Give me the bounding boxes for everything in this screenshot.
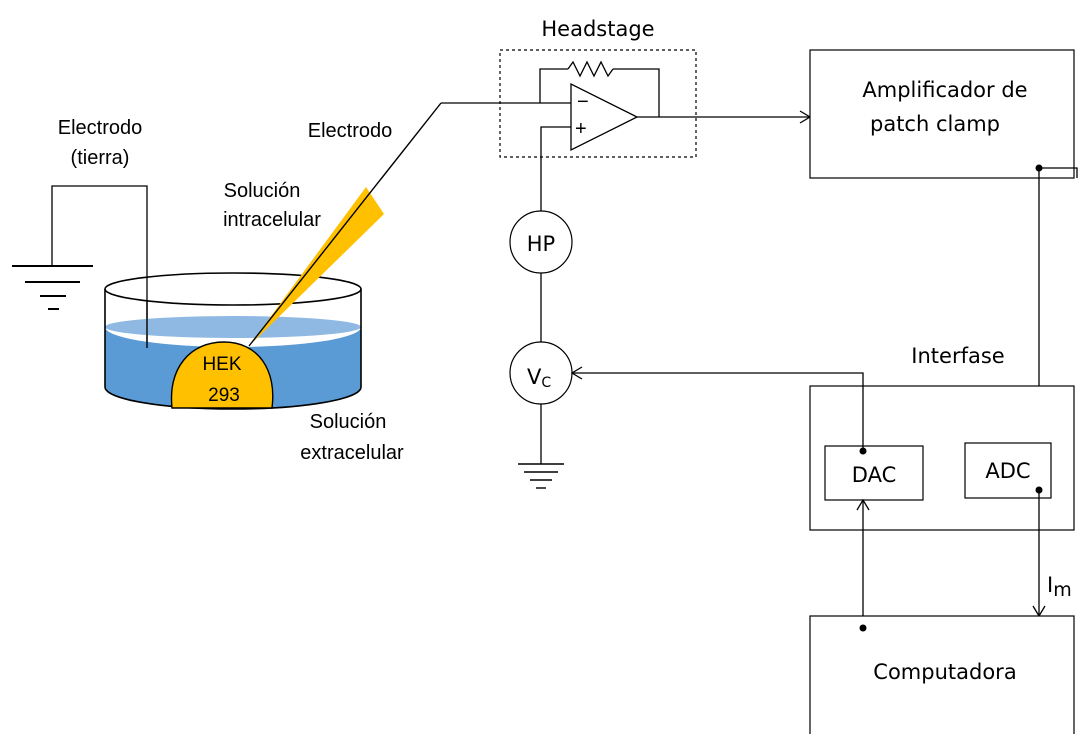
computer-output-node [859,624,867,632]
opamp-plus-wire [540,126,571,211]
dac-input-arrow [856,498,870,511]
dac-label: DAC [852,463,896,487]
adc-label: ADC [985,459,1030,483]
label-electrode-ground-line2: (tierra) [71,147,130,169]
label-electrode-ground-line1: Electrodo [58,117,143,139]
feedback-left [539,68,568,103]
label-vc: VC [527,365,551,391]
dac-output-node [859,447,867,455]
vc-input-arrow [570,366,583,380]
label-intracellular-line2: intracelular [223,209,321,231]
label-extracellular-line1: Solución [310,411,387,433]
label-hp: HP [527,232,555,256]
label-extracellular-line2: extracelular [300,442,404,464]
ground-symbol-circuit [518,463,564,489]
dish-wall [104,289,362,410]
opamp-plus: + [575,118,587,140]
amplifier-output-stub [1039,167,1078,178]
label-intracellular-line1: Solución [224,180,301,202]
feedback-resistor [567,60,614,78]
ground-electrode-wire [51,185,148,348]
label-electrode: Electrodo [308,120,393,142]
amplifier-label-line1: Amplificador de [862,78,1027,102]
dac-block [824,445,924,501]
label-headstage: Headstage [541,17,654,41]
solution-surface [105,316,361,338]
dac-to-vc-wire [572,372,864,451]
label-interfase: Interfase [911,344,1004,368]
label-cell-line1: HEK [202,354,241,375]
petri-dish [104,272,362,410]
computer-label: Computadora [873,660,1016,684]
opamp-minus: − [577,91,589,113]
ground-electrode [12,185,148,348]
dish-rim [104,272,362,306]
recording-electrode-wire [248,102,442,347]
headstage-box [499,49,697,158]
opamp [570,82,639,152]
headstage: − + [499,49,697,211]
adc-output-node [1035,486,1043,494]
pipette [249,187,384,346]
feedback-right [613,68,660,117]
amplifier-label-line2: patch clamp [870,112,1000,136]
hek-cell [170,341,274,409]
computer-block [809,615,1075,734]
label-im: Im [1047,573,1072,601]
amplifier-block [809,49,1075,179]
label-cell-line2: 293 [208,385,240,406]
